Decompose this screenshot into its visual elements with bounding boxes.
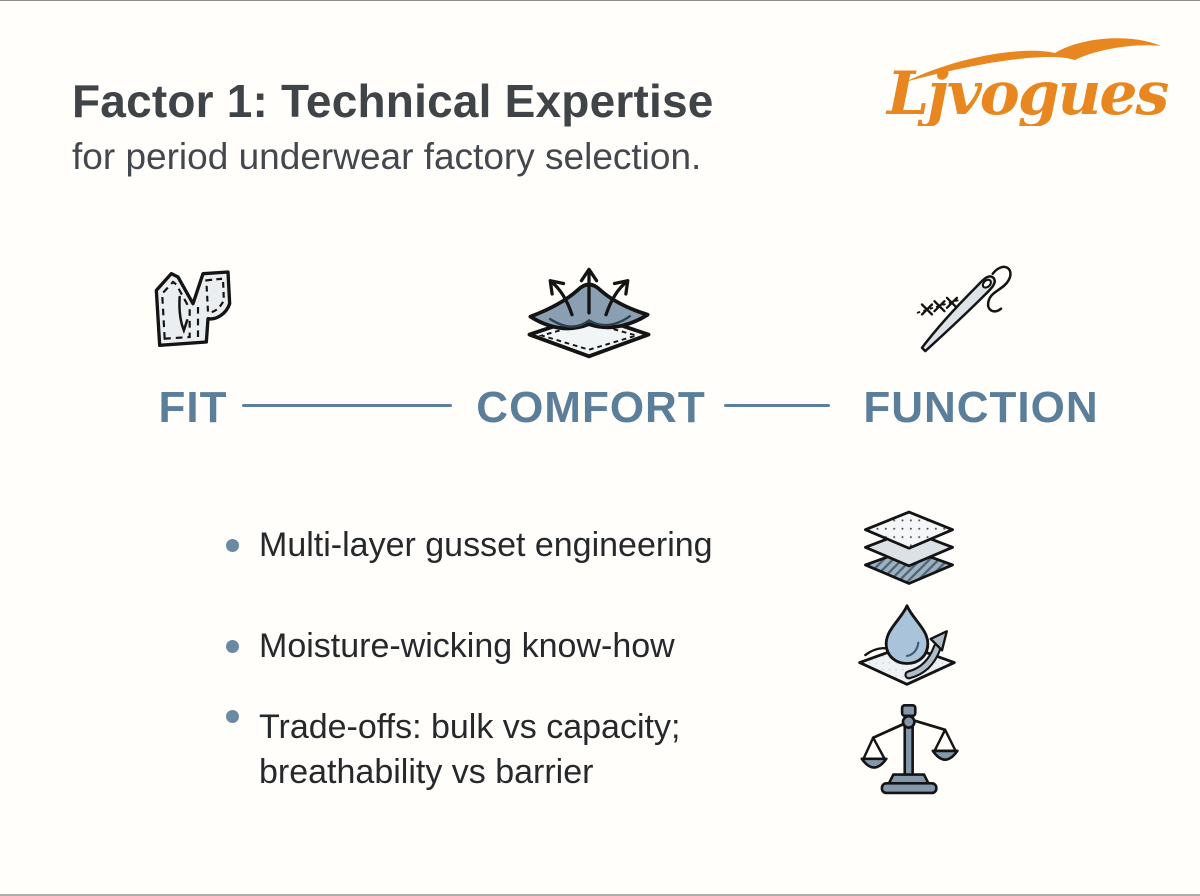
- list-item: Multi-layer gusset engineering: [226, 500, 960, 590]
- balance-scale-icon: [860, 703, 959, 795]
- pillar-label-comfort: COMFORT: [476, 383, 706, 432]
- sewing-pattern-icon: [154, 270, 232, 348]
- list-item: Moisture-wicking know-how: [226, 600, 960, 692]
- logo-text: Ljvogues: [885, 59, 1169, 126]
- fabric-layers-icon: [864, 510, 954, 585]
- bullet-text: Multi-layer gusset engineering: [259, 525, 713, 564]
- pillar-label-fit: FIT: [158, 383, 228, 432]
- bottom-border-line: [0, 894, 1200, 896]
- list-item: Trade-offs: bulk vs capacity; breathabil…: [226, 695, 960, 805]
- bullet-dot: [226, 710, 239, 723]
- pillar-label-function: FUNCTION: [863, 383, 1099, 432]
- brand-logo: Ljvogues: [885, 38, 1171, 126]
- moisture-wicking-icon: [858, 604, 956, 686]
- connector-line: [724, 404, 830, 407]
- top-border-line: [0, 0, 1200, 1]
- needle-thread-icon: [916, 265, 1012, 353]
- breathable-fabric-icon: [527, 267, 651, 359]
- bullet-text: Trade-offs: bulk vs capacity; breathabil…: [259, 708, 681, 791]
- bullet-dot: [226, 538, 239, 552]
- page-title: Factor 1: Technical Expertise: [72, 75, 714, 127]
- connector-line: [242, 404, 452, 407]
- page-subtitle: for period underwear factory selection.: [72, 136, 702, 177]
- bullet-dot: [226, 639, 239, 653]
- logo-swoosh: [905, 38, 1161, 82]
- bullet-text: Moisture-wicking know-how: [259, 626, 675, 665]
